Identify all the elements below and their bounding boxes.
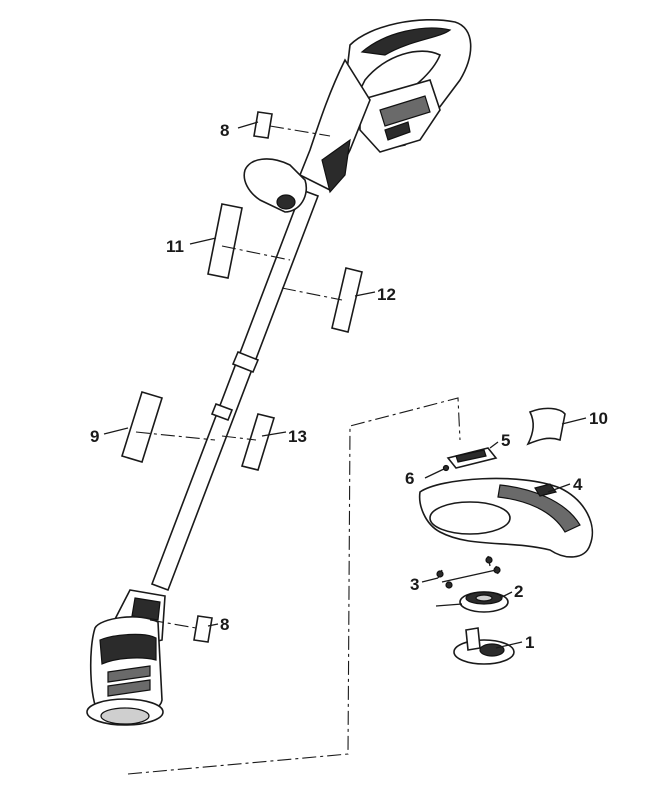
callout-10: 10 — [589, 409, 608, 428]
callout-9: 9 — [90, 427, 99, 446]
decal-12 — [331, 267, 363, 333]
callout-5: 5 — [501, 431, 510, 450]
decal-11 — [207, 203, 243, 279]
callout-1: 1 — [525, 633, 534, 652]
callout-3: 3 — [410, 575, 419, 594]
guard-assembly — [418, 407, 594, 665]
callout-4: 4 — [573, 475, 583, 494]
callout-11: 11 — [166, 237, 184, 256]
screw-6 — [424, 467, 447, 479]
decal-shapes — [120, 111, 363, 643]
callout-2: 2 — [514, 582, 523, 601]
decal-8-upper — [253, 111, 273, 139]
decal-9 — [120, 391, 164, 463]
callout-8-upper: 8 — [220, 121, 229, 140]
decal-13 — [240, 413, 276, 471]
leader-lines — [103, 121, 587, 649]
callout-8-lower: 8 — [220, 615, 229, 634]
string-trimmer-illustration — [86, 19, 472, 726]
decal-8-lower — [193, 615, 213, 643]
callout-12: 12 — [377, 285, 396, 304]
callout-13: 13 — [288, 427, 307, 446]
callout-6: 6 — [405, 469, 414, 488]
callout-labels: 8 11 12 9 13 8 10 5 6 4 3 2 1 — [90, 121, 608, 652]
decal-10 — [526, 407, 566, 446]
